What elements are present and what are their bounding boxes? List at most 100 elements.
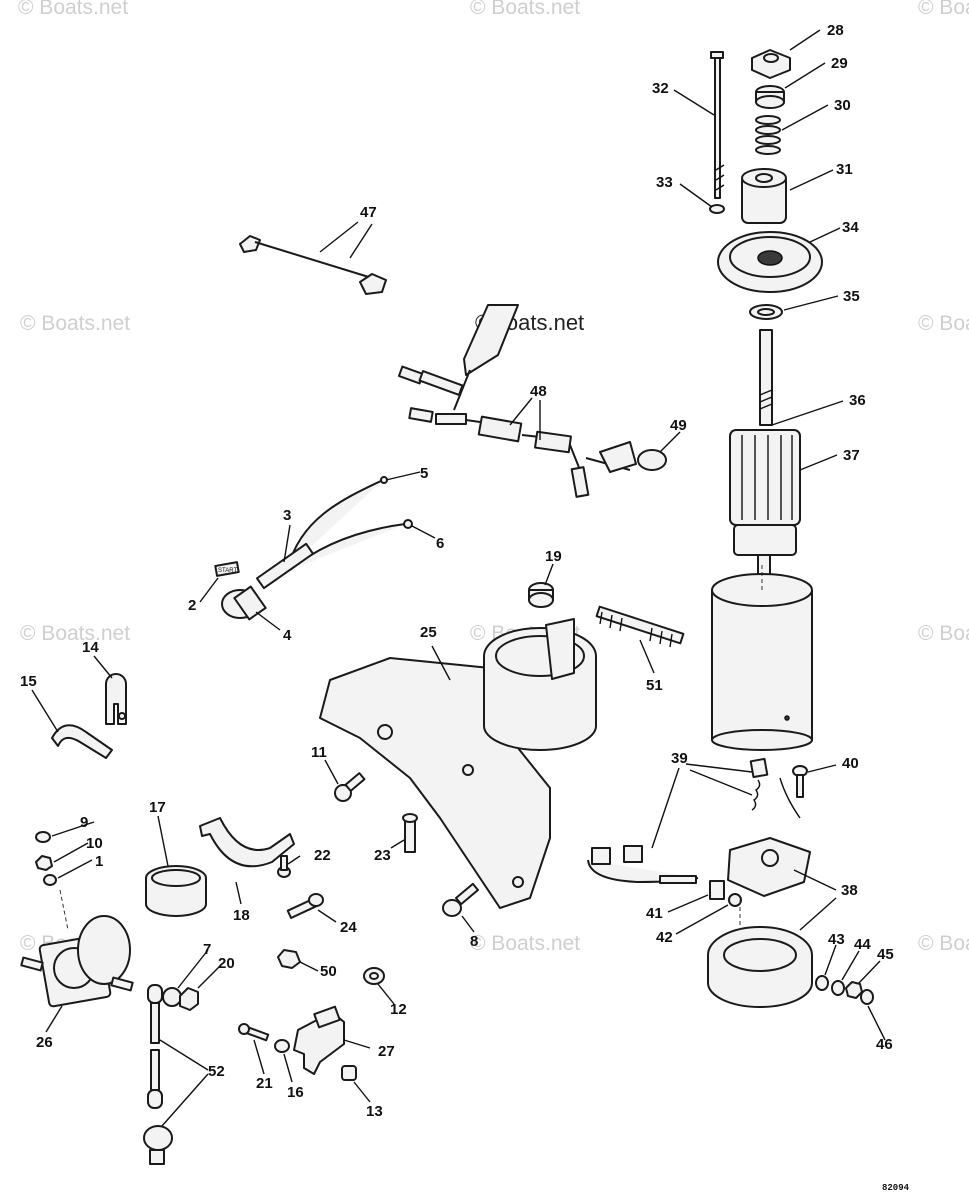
start-tag: START (214, 561, 240, 577)
callout-17: 17 (149, 799, 166, 816)
callout-35: 35 (843, 288, 860, 305)
leader-lines (31, 29, 886, 1127)
callout-37: 37 (843, 447, 860, 464)
callout-25: 25 (420, 624, 437, 641)
watermark: © Boats.net (20, 622, 130, 645)
callout-44: 44 (854, 936, 871, 953)
callout-28: 28 (827, 22, 844, 39)
callout-42: 42 (656, 929, 673, 946)
callout-41: 41 (646, 905, 663, 922)
callout-20: 20 (218, 955, 235, 972)
callout-2: 2 (188, 597, 196, 614)
watermark: © Boats.net (918, 312, 969, 335)
callout-32: 32 (652, 80, 669, 97)
armature (729, 329, 801, 576)
callout-22: 22 (314, 847, 331, 864)
callout-19: 19 (545, 548, 562, 565)
starter-solenoid (20, 915, 134, 1008)
drawing-code: 82094 (882, 1183, 910, 1193)
watermark: © Boats.net (918, 932, 969, 955)
rubber-band (145, 865, 207, 917)
callout-8: 8 (470, 933, 478, 950)
washer (274, 1039, 290, 1053)
callout-23: 23 (374, 847, 391, 864)
callout-15: 15 (20, 673, 37, 690)
threaded-stud (595, 605, 685, 648)
callout-46: 46 (876, 1036, 893, 1053)
callout-52: 52 (208, 1063, 225, 1080)
nut-hole (763, 53, 779, 63)
washer (815, 975, 829, 991)
drive-pinion (741, 168, 787, 224)
callout-49: 49 (670, 417, 687, 434)
starter-bracket (319, 618, 597, 909)
callout-18: 18 (233, 907, 250, 924)
callout-30: 30 (834, 97, 851, 114)
clip (341, 1065, 357, 1081)
washer (709, 204, 725, 214)
callout-10: 10 (86, 835, 103, 852)
nut (35, 855, 53, 871)
relay (293, 1005, 345, 1075)
callout-33: 33 (656, 174, 673, 191)
callout-45: 45 (877, 946, 894, 963)
brush-holder (707, 837, 813, 1008)
callout-43: 43 (828, 931, 845, 948)
mounting-strap (199, 817, 295, 868)
screw (286, 893, 324, 919)
cable-clamp (51, 724, 113, 759)
watermark: © Boats.net (918, 622, 969, 645)
watermark: © Boats.net (918, 0, 969, 19)
callout-13: 13 (366, 1103, 383, 1120)
callout-4: 4 (283, 627, 292, 644)
screw (277, 855, 291, 878)
callout-36: 36 (849, 392, 866, 409)
callout-51: 51 (646, 677, 663, 694)
screw (238, 1023, 270, 1042)
jumper-lead (239, 235, 387, 295)
callout-39: 39 (671, 750, 688, 767)
washer (860, 989, 874, 1005)
watermark: © Boats.net (18, 0, 128, 19)
wiring-harness (397, 304, 637, 498)
callout-40: 40 (842, 755, 859, 772)
nut (528, 582, 554, 608)
bolt (334, 772, 366, 802)
callout-47: 47 (360, 204, 377, 221)
callout-14: 14 (82, 639, 99, 656)
tag-label: START (218, 568, 237, 574)
terminal (709, 880, 725, 900)
callout-48: 48 (530, 383, 547, 400)
terminal-stud (659, 875, 697, 884)
cable-clamp (105, 673, 127, 725)
lock-washer (43, 874, 57, 886)
watermark: © Boats.net (470, 0, 580, 19)
callout-31: 31 (836, 161, 853, 178)
terminal-cap (637, 449, 667, 471)
callout-26: 26 (36, 1034, 53, 1051)
nut (179, 987, 199, 1011)
callout-24: 24 (340, 919, 357, 936)
bolt (442, 882, 479, 917)
callout-21: 21 (256, 1075, 273, 1092)
watermark: © Boats.net (470, 932, 580, 955)
washer (162, 987, 182, 1007)
washer (831, 980, 845, 996)
callout-5: 5 (420, 465, 428, 482)
starter-nut (751, 49, 791, 79)
callout-3: 3 (283, 507, 291, 524)
watermark: © Boats.net (20, 312, 130, 335)
brush-screw (792, 765, 808, 798)
callout-1: 1 (95, 853, 103, 870)
field-frame (711, 573, 813, 751)
battery-cable (143, 984, 173, 1165)
callout-50: 50 (320, 963, 337, 980)
callout-9: 9 (80, 814, 88, 831)
callout-6: 6 (436, 535, 444, 552)
nut (845, 981, 863, 999)
callout-38: 38 (841, 882, 858, 899)
nut (277, 949, 301, 969)
drive-end-cap (717, 231, 823, 293)
callout-labels: 1 2 3 4 5 6 7 8 9 10 11 12 13 14 15 16 1… (20, 22, 894, 1120)
